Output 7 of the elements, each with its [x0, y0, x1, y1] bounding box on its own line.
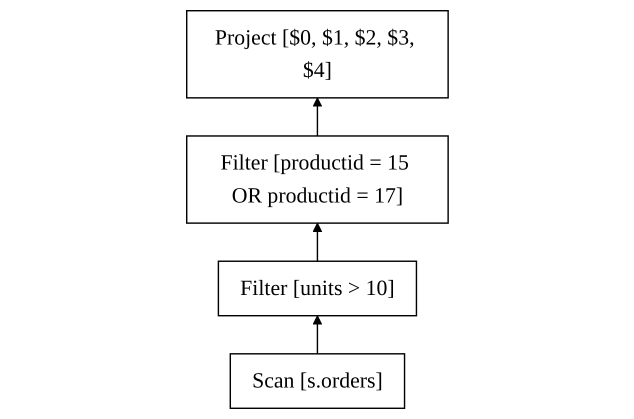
node-box: Filter [units > 10]	[217, 260, 417, 316]
node-box: Project [$0, $1, $2, $3, $4]	[186, 10, 448, 99]
arrow	[312, 315, 322, 354]
node-box: Scan [s.orders]	[229, 353, 405, 409]
node-box: Filter [productid = 15 OR productid = 17]	[186, 135, 448, 224]
arrow	[312, 222, 322, 262]
arrow	[312, 97, 322, 136]
